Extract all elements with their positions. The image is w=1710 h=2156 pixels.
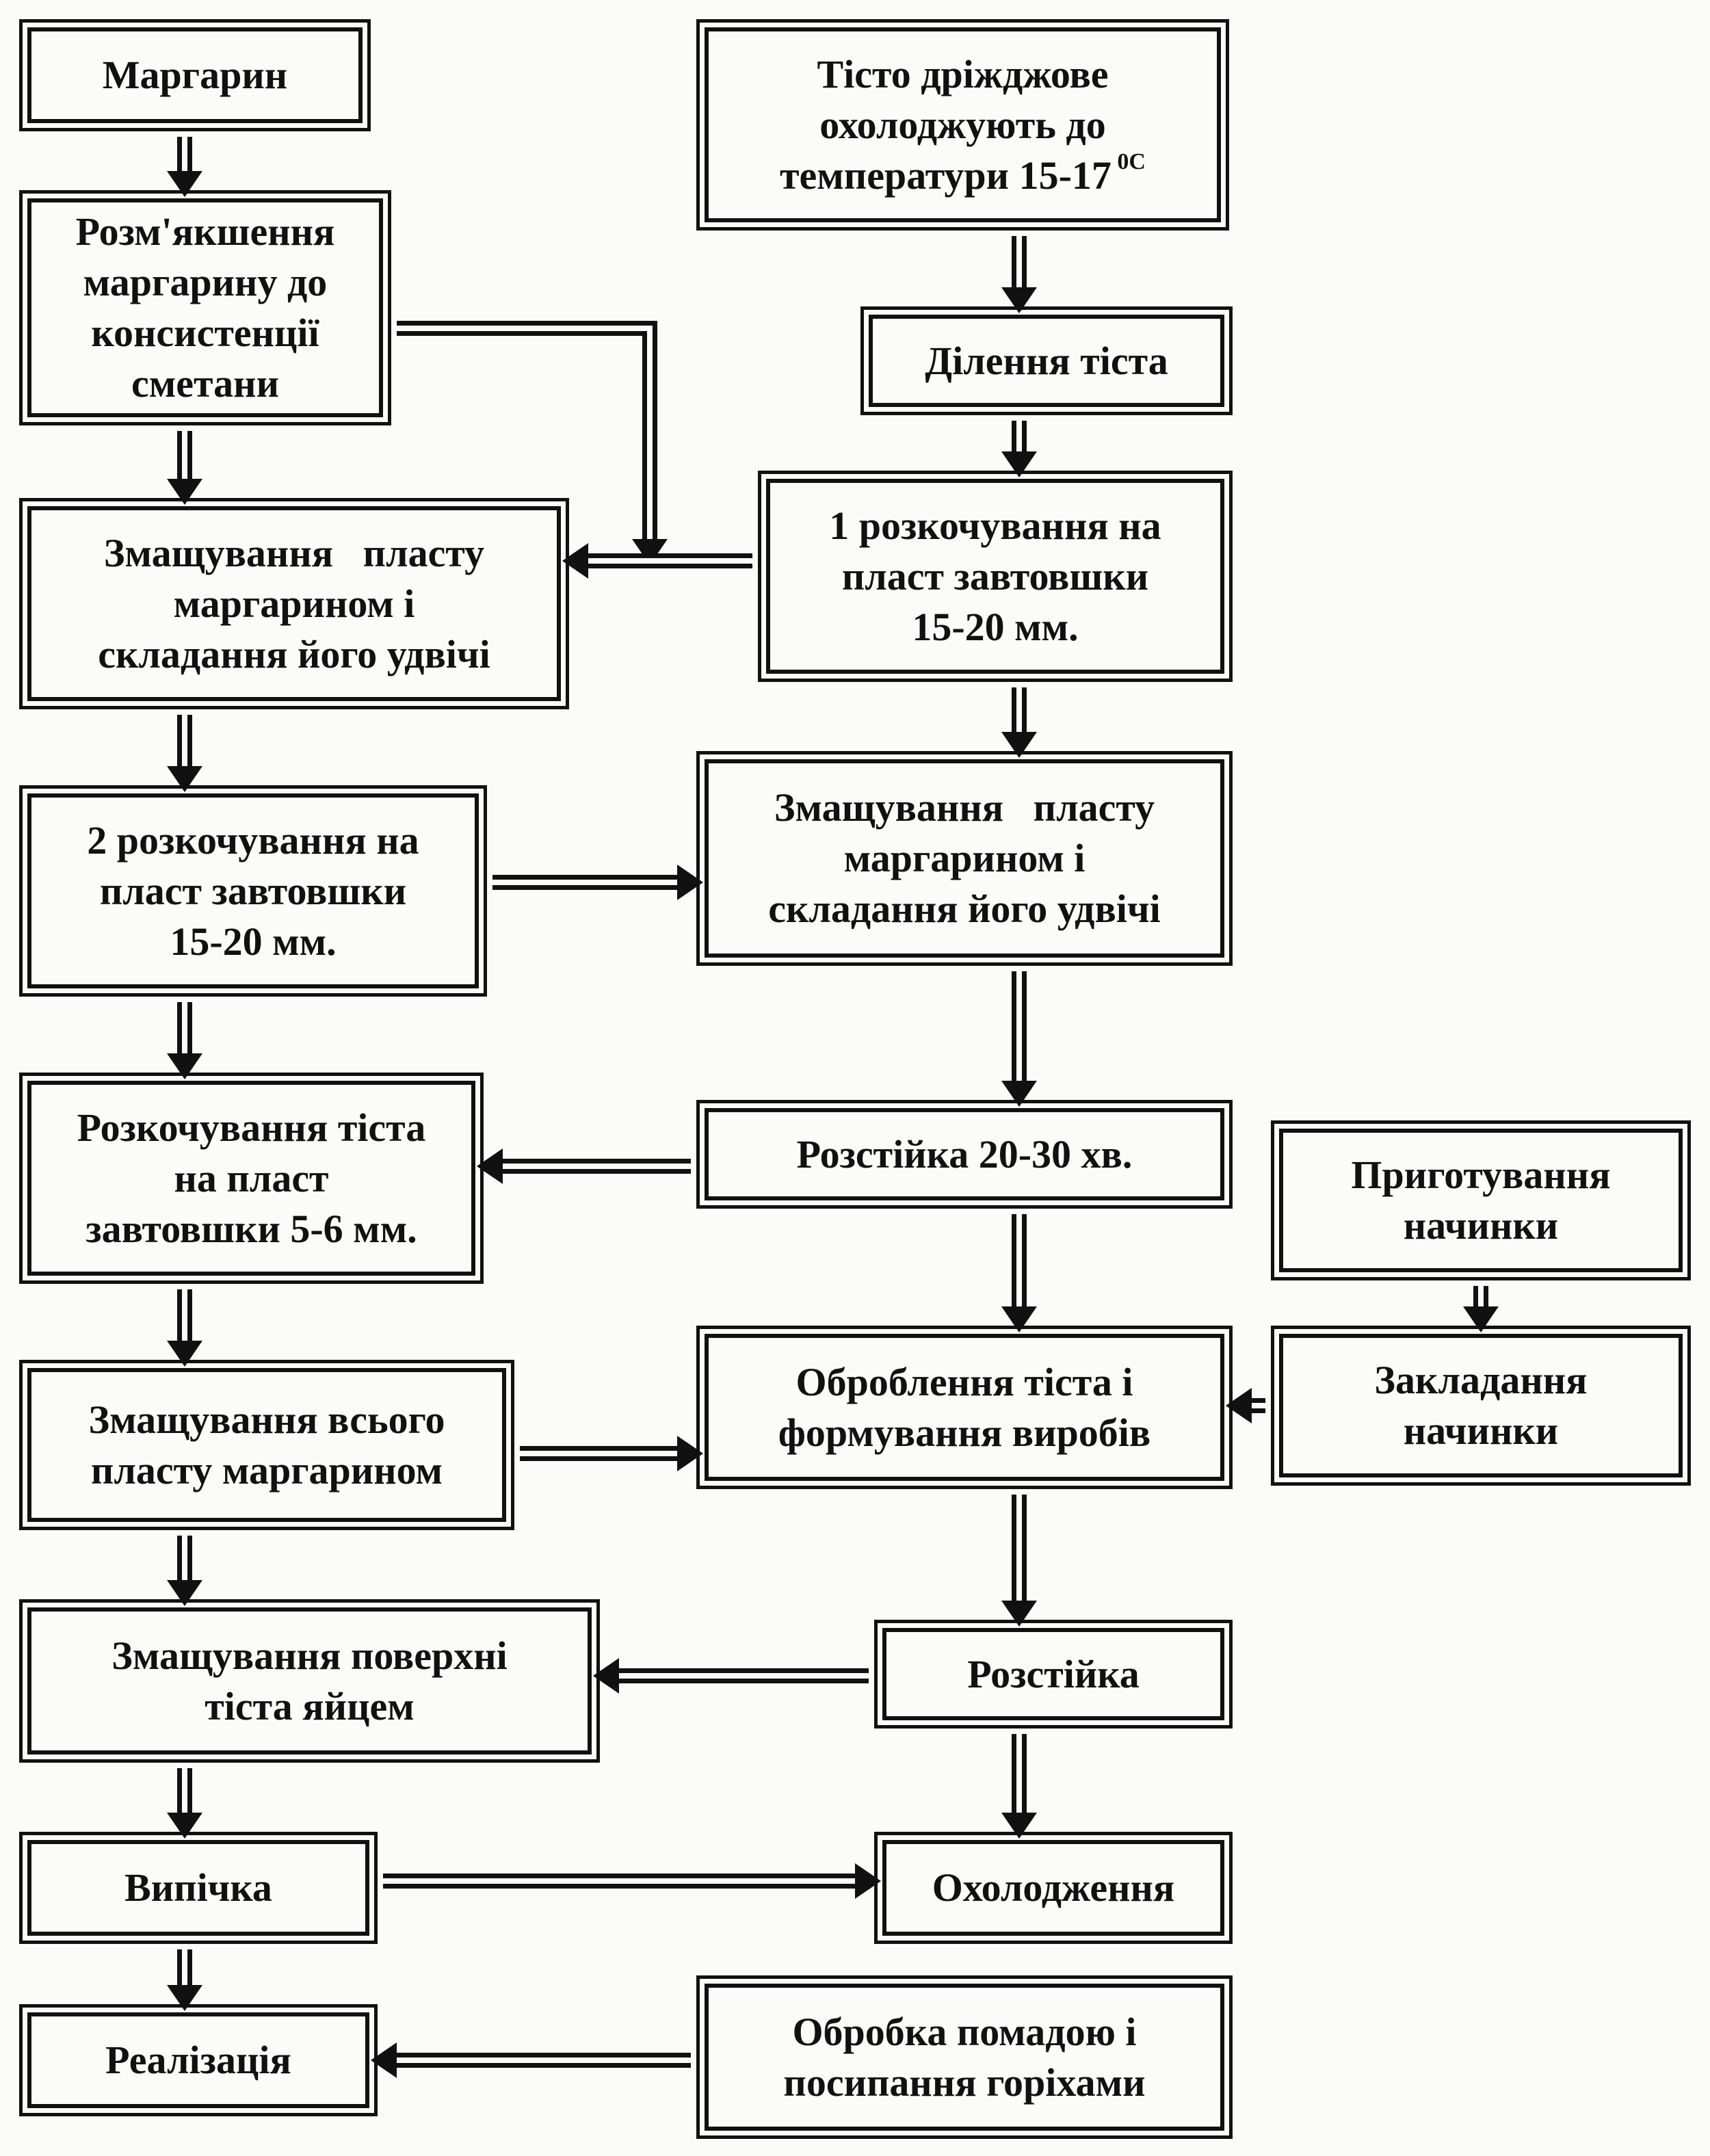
arrow-grease-all-to-egg <box>167 1536 202 1606</box>
node-text-line: начинки <box>1403 1203 1559 1248</box>
arrow-proof1-to-shape <box>1001 1214 1037 1332</box>
node-filling-preparation: Приготування начинки <box>1271 1120 1691 1280</box>
node-text-line: Змащування поверхні <box>111 1633 508 1678</box>
node-text-line: посипання горіхами <box>783 2060 1146 2105</box>
arrow-roll2-to-roll56 <box>167 1002 202 1079</box>
arrow-grease1-to-roll2 <box>167 715 202 792</box>
node-text-line: 2 розкочування на <box>87 817 419 863</box>
node-text-line: Змащування пласту <box>103 530 485 575</box>
node-text-line: маргарином і <box>173 581 415 626</box>
node-text-line: Охолодження <box>932 1865 1175 1910</box>
node-text-line: начинки <box>1403 1408 1559 1453</box>
node-text-line: маргарином і <box>843 836 1086 880</box>
arrow-proof2-to-cool <box>1001 1734 1037 1839</box>
arrow-bake-to-cool <box>383 1863 881 1899</box>
arrow-glaze-to-sale <box>371 2042 691 2078</box>
node-proofing: Розстійка <box>874 1620 1233 1728</box>
node-grease-whole-layer: Змащування всього пласту маргарином <box>19 1360 514 1530</box>
node-text-line: пласту маргарином <box>90 1447 443 1493</box>
node-egg-wash: Змащування поверхні тіста яйцем <box>19 1599 600 1763</box>
node-cooling: Охолодження <box>874 1832 1233 1944</box>
arrow-roll2-to-grease2 <box>492 865 703 900</box>
node-soften-margarine: Розм'якшення маргарину до консистенції смет… <box>19 190 391 425</box>
node-text-line: Обробка помадою і <box>792 2009 1137 2054</box>
node-text-line: завтовшки 5-6 мм. <box>86 1206 417 1251</box>
arrow-roll56-to-grease-all <box>167 1289 202 1367</box>
node-text-line: Розстійка <box>967 1651 1140 1696</box>
node-text-line: охолоджують до <box>819 102 1106 147</box>
node-text-line: Реалізація <box>105 2038 291 2082</box>
node-text-line: сметани <box>131 361 280 406</box>
arrow-proof2-to-egg <box>593 1658 869 1694</box>
node-text-line: Ділення тіста <box>925 338 1168 383</box>
node-text-line: складання його удвічі <box>98 631 490 676</box>
node-text-line: Маргарин <box>102 53 288 97</box>
node-text-line: температури 15-17 0C <box>780 149 1146 198</box>
node-text-line: тіста яйцем <box>205 1683 415 1728</box>
arrow-divide-to-roll1 <box>1001 421 1037 477</box>
node-rolling-5-6mm: Розкочування тіста на пласт завтовшки 5-6 … <box>19 1073 484 1284</box>
node-text-line: Розм'якшення <box>75 209 335 254</box>
node-text-line: Розстійка 20-30 хв. <box>796 1131 1133 1176</box>
node-text-line: 15-20 мм. <box>912 604 1079 649</box>
arrow-dough-to-divide <box>1001 236 1037 313</box>
arrow-egg-to-bake <box>167 1768 202 1839</box>
node-text-line: Приготування <box>1351 1153 1611 1197</box>
node-sale: Реалізація <box>19 2004 378 2116</box>
node-baking: Випічка <box>19 1832 378 1944</box>
arrow-filling-prep-to-filling-add <box>1463 1286 1499 1332</box>
node-shaping-products: Оброблення тіста і формування виробів <box>696 1326 1233 1489</box>
degree-superscript: 0C <box>1111 149 1146 175</box>
arrow-bake-to-sale <box>167 1949 202 2011</box>
node-text-line: формування виробів <box>778 1410 1151 1455</box>
node-text-line: Розкочування тіста <box>77 1105 426 1150</box>
node-text-line: Тісто дріжджове <box>817 51 1109 96</box>
node-text-line: пласт завтовшки <box>99 868 407 913</box>
node-text-line: пласт завтовшки <box>841 553 1149 599</box>
node-grease-layer-left: Змащування пласту маргарином і складання й… <box>19 498 569 709</box>
node-dividing-dough: Ділення тіста <box>860 306 1233 415</box>
node-first-rolling: 1 розкочування на пласт завтовшки 15-20 мм… <box>758 471 1233 682</box>
arrow-roll1-to-grease1 <box>562 543 752 579</box>
node-text-line: на пласт <box>174 1155 329 1200</box>
node-text-line: маргарину до <box>83 260 328 304</box>
arrow-shape-to-proof2 <box>1001 1495 1037 1627</box>
node-margarine: Маргарин <box>19 19 371 131</box>
node-text-line: Закладання <box>1374 1358 1588 1402</box>
node-text-line: консистенції <box>91 311 319 355</box>
arrow-soften-side-to-grease1 <box>397 321 668 565</box>
arrow-margarine-to-soften <box>167 137 202 197</box>
node-text-line: Змащування всього <box>88 1397 445 1442</box>
node-text-line: 15-20 мм. <box>170 919 337 964</box>
arrow-filling-add-to-shape <box>1226 1388 1265 1423</box>
node-text-line: Змащування пласту <box>774 785 1155 830</box>
node-proofing-20-30: Розстійка 20-30 хв. <box>696 1100 1233 1209</box>
arrow-grease2-to-proof1 <box>1001 971 1037 1107</box>
node-text-line: Випічка <box>124 1865 272 1910</box>
arrow-soften-to-grease1 <box>167 431 202 505</box>
node-filling-insertion: Закладання начинки <box>1271 1326 1691 1486</box>
arrow-proof1-to-roll56 <box>477 1148 691 1184</box>
arrow-grease-all-to-shape <box>520 1436 703 1471</box>
node-second-rolling: 2 розкочування на пласт завтовшки 15-20 мм… <box>19 785 487 997</box>
node-text-line: Оброблення тіста і <box>795 1359 1133 1404</box>
node-grease-layer-right: Змащування пласту маргарином і складання й… <box>696 751 1233 966</box>
arrow-roll1-to-grease2 <box>1001 687 1037 758</box>
node-glazing-nuts: Обробка помадою і посипання горіхами <box>696 1975 1233 2139</box>
node-text-line: складання його удвічі <box>768 886 1161 931</box>
node-text-line: 1 розкочування на <box>829 503 1161 548</box>
